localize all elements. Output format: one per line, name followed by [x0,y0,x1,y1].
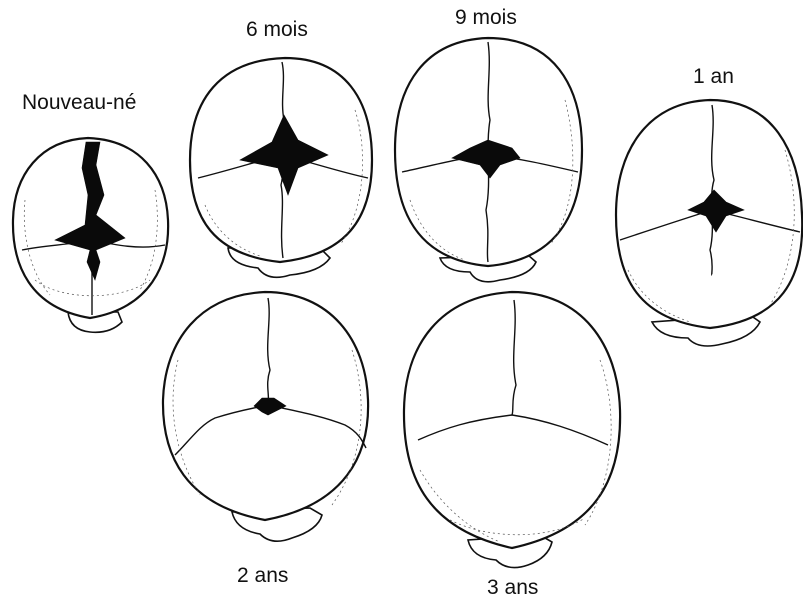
skull-newborn [13,138,168,332]
skull-six-months [190,58,372,277]
skull-two-years [163,292,368,541]
skull-three-years [404,292,620,568]
skull-nine-months [395,38,582,282]
skull-one-year [616,100,802,346]
